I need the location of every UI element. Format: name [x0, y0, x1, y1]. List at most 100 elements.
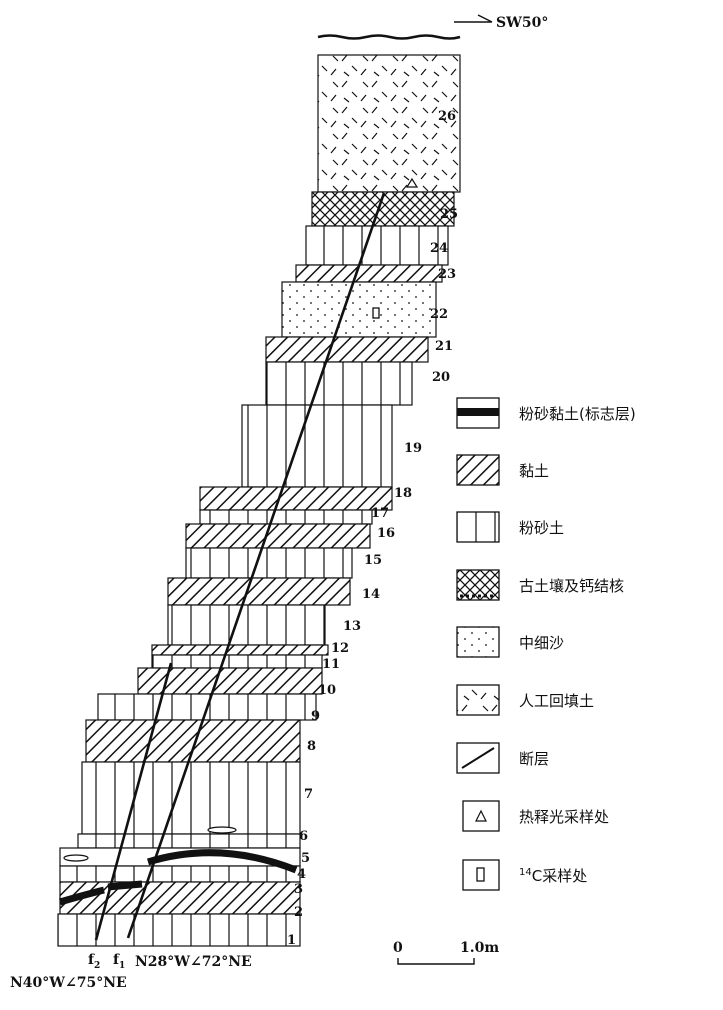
- layer-number-6: 6: [299, 829, 308, 844]
- layer-number-21: 21: [435, 339, 453, 354]
- legend-main: C采样处: [532, 867, 587, 885]
- fault-f1-label: f1: [113, 952, 125, 971]
- layer-number-26: 26: [438, 109, 456, 124]
- layer-number-12: 12: [331, 641, 349, 656]
- layer-26-band: [317, 54, 461, 193]
- layer-number-14: 14: [362, 587, 380, 602]
- legend-swatch-c14-sample: [462, 859, 500, 891]
- layer-3-band: [59, 881, 301, 915]
- layer-23-band: [295, 264, 443, 283]
- layer-number-11: 11: [322, 657, 340, 672]
- legend-item-fault: 断层: [456, 742, 549, 774]
- layer-number-15: 15: [364, 553, 382, 568]
- legend-swatch-silt: [456, 511, 500, 543]
- legend-label-sand: 中细沙: [519, 634, 564, 652]
- fault-labels: f2 f1 N28°W∠72°NE N40°W∠75°NE: [10, 952, 252, 991]
- fault-f2-attitude: N40°W∠75°NE: [10, 975, 127, 991]
- scale-bar-line: [397, 958, 475, 965]
- legend-label-fault: 断层: [519, 750, 549, 768]
- legend-item-paleosol: 古土壤及钙结核: [456, 569, 624, 601]
- layer-14-band: [167, 577, 351, 606]
- tl-sample-marker-icon: [405, 177, 419, 188]
- legend-label-clay: 黏土: [519, 462, 549, 480]
- legend-label-paleosol: 古土壤及钙结核: [519, 577, 624, 595]
- legend-swatch-clay: [456, 454, 500, 486]
- marker-bed-line-left: [59, 886, 105, 906]
- orientation-indicator: SW50°: [454, 14, 548, 31]
- legend-item-tl-sample: 热释光采样处: [462, 800, 609, 832]
- marker-bed-line-mid: [107, 880, 143, 891]
- layer-15-band: [185, 547, 353, 579]
- legend-swatch-fill: [456, 684, 500, 716]
- fault-line-f1: [126, 192, 386, 939]
- legend-fault-line: [461, 747, 495, 769]
- sample-rect-icon: [476, 867, 485, 882]
- triangle-icon: [475, 809, 487, 822]
- layer-number-20: 20: [432, 370, 450, 385]
- layer-11-band: [151, 654, 323, 669]
- legend-item-sand: 中细沙: [456, 626, 564, 658]
- marker-bed-line-right: [146, 849, 298, 874]
- legend-swatch-tl-sample: [462, 800, 500, 832]
- direction-arrow-icon: [454, 14, 493, 23]
- lens-left: [63, 854, 89, 862]
- layer-13-band: [167, 604, 326, 646]
- legend-label-tl-sample: 热释光采样处: [519, 808, 609, 826]
- layer-number-13: 13: [343, 619, 361, 634]
- layer-16-band: [185, 523, 371, 549]
- layer-number-16: 16: [377, 526, 395, 541]
- scale-length-label: 1.0m: [460, 940, 499, 956]
- layer-number-8: 8: [307, 739, 316, 754]
- legend-label-fill: 人工回填土: [519, 692, 594, 710]
- layer-number-1: 1: [287, 933, 296, 948]
- legend-swatch-fault: [456, 742, 500, 774]
- legend-item-clay: 黏土: [456, 454, 549, 486]
- layer-number-24: 24: [430, 241, 448, 256]
- layer-number-17: 17: [371, 506, 389, 521]
- layer-number-5: 5: [301, 851, 310, 866]
- legend-sup: 14: [519, 867, 532, 878]
- layer-24-band: [305, 225, 449, 266]
- layer-number-3: 3: [294, 882, 303, 897]
- layer-number-10: 10: [318, 683, 336, 698]
- legend-item-c14-sample: 14C采样处: [462, 859, 587, 891]
- layer-21-band: [265, 336, 429, 363]
- legend-item-silt: 粉砂土: [456, 511, 564, 543]
- layer-19-band: [241, 404, 393, 488]
- layer-number-4: 4: [297, 867, 306, 882]
- layer-column: [57, 54, 461, 947]
- fault-f1-attitude: N28°W∠72°NE: [135, 954, 252, 970]
- layer-7-band: [81, 761, 301, 835]
- layer-6-band: [77, 833, 301, 849]
- c14-sample-marker-icon: [372, 307, 380, 319]
- layer-number-18: 18: [394, 486, 412, 501]
- layer-12-band: [151, 644, 329, 656]
- layer-number-25: 25: [440, 207, 458, 222]
- orientation-label: SW50°: [496, 15, 548, 31]
- layer-2-band: [57, 913, 301, 947]
- fault-line-f2: [94, 662, 173, 941]
- legend-item-fill: 人工回填土: [456, 684, 594, 716]
- layer-number-22: 22: [430, 307, 448, 322]
- layer-number-labels: 1234567891011121314151617181920212223242…: [287, 109, 458, 948]
- legend-label-silt: 粉砂土: [519, 519, 564, 537]
- legend-marker-bar: [457, 408, 499, 416]
- layer-8-band: [85, 719, 301, 763]
- layer-4-band: [59, 865, 301, 883]
- legend-label-c14-sample: 14C采样处: [519, 867, 587, 885]
- layer-22-band: [281, 281, 437, 338]
- scale-zero-label: 0: [393, 940, 403, 956]
- ground-surface-line: [317, 34, 461, 40]
- legend-item-silty-clay-marker: 粉砂黏土(标志层): [456, 397, 636, 429]
- layer-17-band: [199, 509, 373, 525]
- layer-number-2: 2: [294, 905, 303, 920]
- layer-18-band: [199, 486, 393, 511]
- layer-20-band: [265, 361, 413, 406]
- scale-bar: 0 1.0m: [393, 940, 499, 965]
- legend-label-silty-clay-marker: 粉砂黏土(标志层): [519, 405, 636, 423]
- layer-number-19: 19: [404, 441, 422, 456]
- fault-lines: [94, 192, 386, 941]
- layer-number-9: 9: [311, 709, 320, 724]
- fault-f2-label: f2: [88, 952, 100, 971]
